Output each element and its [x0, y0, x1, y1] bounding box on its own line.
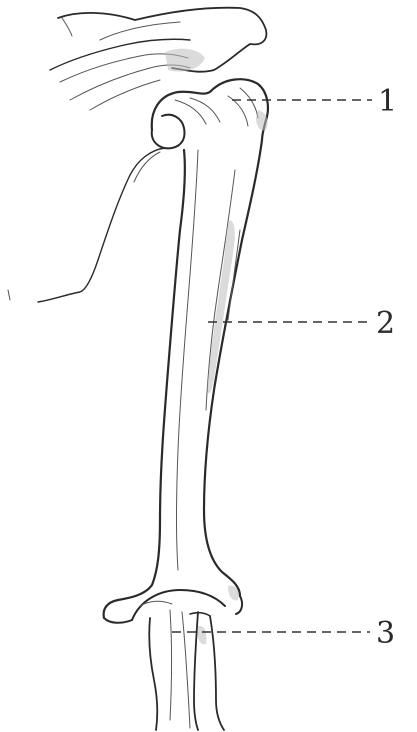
label-3: 3	[376, 616, 395, 651]
label-1: 1	[378, 84, 397, 119]
humeral-head	[152, 79, 268, 148]
elbow-joint	[104, 586, 242, 730]
scapula-fragment	[50, 8, 266, 110]
label-2: 2	[376, 306, 395, 341]
soft-tissue-outline	[8, 148, 165, 302]
humeral-shaft	[104, 140, 262, 618]
